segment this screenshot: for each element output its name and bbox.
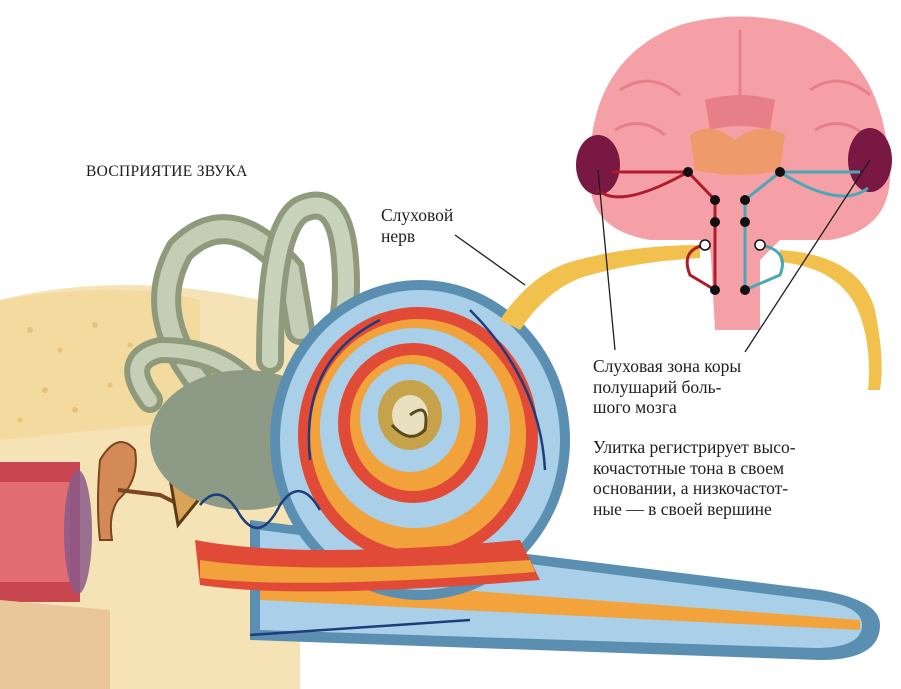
auditory-nerve-label: Слуховой нерв (381, 205, 454, 246)
cochlea-spiral (270, 280, 570, 600)
eardrum (64, 470, 92, 594)
ossicles (97, 441, 203, 541)
auditory-cortex-label: Слуховая зона коры полушарий боль- шого … (593, 356, 742, 417)
diagram-title: ВОСПРИЯТИЕ ЗВУКА (86, 163, 248, 180)
auditory-nerve (500, 245, 700, 330)
auditory-nerve-branch (780, 250, 882, 390)
cochlea-frequency-note: Улитка регистрирует высо- кочастотные то… (593, 437, 796, 519)
nerve-nuclei (683, 167, 785, 295)
leader-lines (454, 159, 871, 353)
ear-canal-inner (0, 482, 70, 582)
cochlea-base-band-inner (200, 560, 535, 583)
auditory-cortex-left (576, 135, 620, 195)
fluid-flow-arrows (199, 309, 547, 637)
ear-canal-wall (0, 600, 110, 689)
